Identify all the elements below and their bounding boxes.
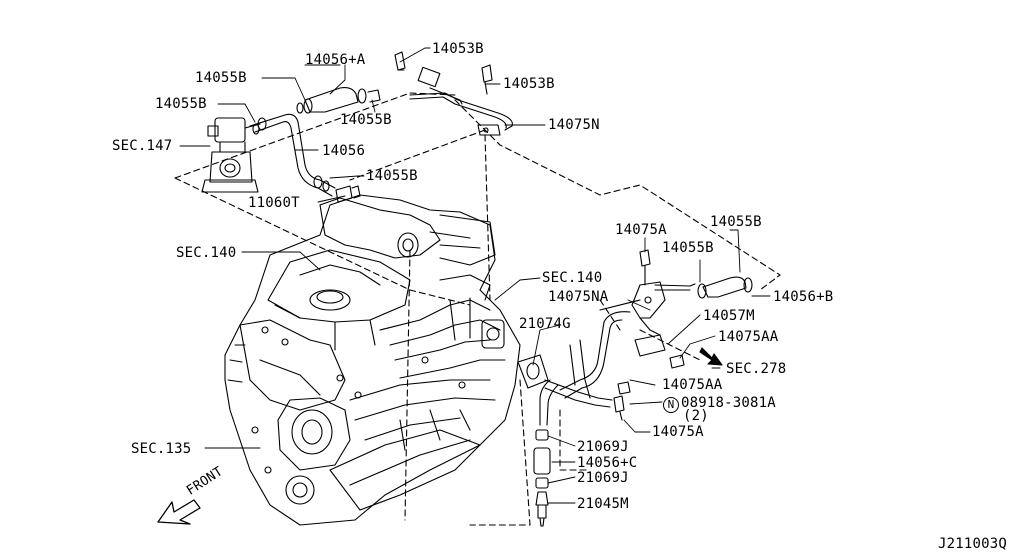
label-08918-text: 08918-3081A xyxy=(681,395,776,411)
egr-valve xyxy=(201,117,261,193)
label-sec135: SEC.135 xyxy=(131,441,192,457)
label-14056A: 14056+A xyxy=(305,52,366,68)
label-sec278: SEC.278 xyxy=(726,361,787,377)
label-14055B-1: 14055B xyxy=(195,70,247,86)
label-sec140-a: SEC.140 xyxy=(176,245,237,261)
label-14075N: 14075N xyxy=(548,117,600,133)
label-21069J-1: 21069J xyxy=(577,439,629,455)
hose-14056A xyxy=(296,87,381,114)
bracket-14057M xyxy=(634,334,685,369)
hose-stack-lower xyxy=(533,429,551,527)
label-21069J-2: 21069J xyxy=(577,470,629,486)
label-14055B-4: 14055B xyxy=(366,168,418,184)
arrow-sec278 xyxy=(699,347,723,366)
gasket-21074G xyxy=(517,354,549,389)
leader-lines xyxy=(179,47,771,504)
label-14056B: 14056+B xyxy=(773,289,834,305)
bracket-14053B xyxy=(394,51,493,95)
tube-clamps-left xyxy=(252,117,330,192)
label-14056: 14056 xyxy=(322,143,366,159)
label-sec147: SEC.147 xyxy=(112,138,173,154)
label-14055B-6: 14055B xyxy=(662,240,714,256)
engine-block xyxy=(224,194,521,526)
label-sec140-b: SEC.140 xyxy=(542,270,603,286)
label-14053B-2: 14053B xyxy=(503,76,555,92)
label-14075A-1: 14075A xyxy=(615,222,667,238)
nut-symbol-icon: N xyxy=(663,397,679,413)
label-14075AA-2: 14075AA xyxy=(662,377,723,393)
label-14053B-top: 14053B xyxy=(432,41,484,57)
label-14075AA-1: 14075AA xyxy=(718,329,779,345)
hose-14056B xyxy=(697,276,753,299)
label-14057M: 14057M xyxy=(703,308,755,324)
label-14055B-3: 14055B xyxy=(340,112,392,128)
label-14055B-5: 14055B xyxy=(710,214,762,230)
label-14055B-2: 14055B xyxy=(155,96,207,112)
tube-14075N xyxy=(409,87,513,136)
connector-11060T xyxy=(335,185,361,203)
label-08918-qty: (2) xyxy=(683,408,709,424)
tube-14075NA xyxy=(559,281,696,399)
label-14075A-2: 14075A xyxy=(652,424,704,440)
assembly-boundary-upper xyxy=(174,92,781,306)
label-14075NA: 14075NA xyxy=(548,289,609,305)
label-21045M: 21045M xyxy=(577,496,629,512)
label-14056C: 14056+C xyxy=(577,455,638,471)
diagram-id: J211003Q xyxy=(938,536,1008,552)
label-21074G: 21074G xyxy=(519,316,571,332)
lower-water-pipe xyxy=(539,379,631,426)
assembly-boundary-lower xyxy=(404,134,701,526)
front-arrow-icon xyxy=(157,499,201,525)
label-11060T: 11060T xyxy=(248,195,300,211)
bolt-14075A xyxy=(639,249,651,286)
